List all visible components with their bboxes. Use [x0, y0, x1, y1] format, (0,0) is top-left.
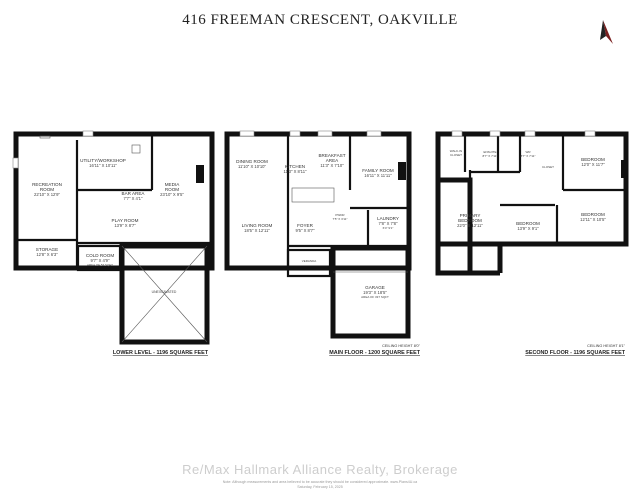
room-label: CLOSET [542, 165, 554, 169]
main-floor-labels: DINING ROOM 11'10" X 10'10" KITCHEN 11'3… [236, 153, 421, 356]
room-label: 18'5" X 12'11" [244, 228, 270, 233]
room-label: ENSUITE [483, 150, 496, 154]
room-label: LIVING ROOM [242, 223, 273, 228]
room-label: BAR AREA [122, 191, 146, 196]
main-floor-label: MAIN FLOOR - 1200 SQUARE FEET [329, 350, 420, 356]
room-label: CEILING HEIGHT 8'1" [587, 344, 626, 348]
room-label: VERANDA [302, 259, 317, 263]
room-label: COLD ROOM [86, 253, 115, 258]
room-label: AREA OF 57 SQFT [87, 263, 113, 267]
room-label: LAUNDRY [377, 216, 399, 221]
room-label: KITCHEN [285, 164, 305, 169]
room-label: AREA [326, 158, 339, 163]
room-label: STORAGE [36, 247, 58, 252]
room-label: 12'8" X 6'3" [36, 252, 58, 257]
lower-level-label: LOWER LEVEL - 1196 SQUARE FEET [113, 350, 209, 356]
room-label: MEDIA [165, 182, 180, 187]
room-label: BEDROOM [516, 221, 540, 226]
room-label: UTILITY/WORKSHOP [80, 158, 126, 163]
room-label: BEDROOM [581, 212, 605, 217]
room-label: WR [526, 150, 532, 154]
room-label: 9'7" X 4'9" [90, 258, 110, 263]
room-label: WALK-IN [450, 149, 462, 153]
second-floor-labels: WALK-IN CLOSET ENSUITE 8'7" X 7'11" WR 8… [450, 149, 626, 356]
disclaimer-note: Note: Although measurements and area bel… [0, 480, 640, 490]
room-label: 11'3" X 8'11" [283, 169, 307, 174]
room-label: 13'9" X 8'7" [114, 223, 136, 228]
room-label: 6'4" 9'1" [383, 226, 394, 230]
room-label: PLAY ROOM [112, 218, 139, 223]
room-label: PWDR [335, 213, 345, 217]
room-label: 12'0" X 11'7" [581, 162, 605, 167]
lower-level-plan [12, 130, 215, 345]
room-label: 23'10" X 9'5" [160, 192, 184, 197]
room-label: CLOSET [450, 153, 462, 157]
room-label: PRIMARY [460, 213, 481, 218]
room-label: GARAGE [365, 285, 385, 290]
room-label: 11'10" X 10'10" [238, 164, 267, 169]
north-arrow-icon [600, 20, 613, 44]
lower-level-labels: RECREATION ROOM 22'10" X 12'9" UTILITY/W… [32, 158, 209, 356]
page-title: 416 FREEMAN CRESCENT, OAKVILLE [182, 12, 458, 28]
room-label: ROOM [40, 187, 54, 192]
second-floor-label: SECOND FLOOR - 1196 SQUARE FEET [525, 350, 625, 356]
room-label: 7'5" X 3'11" [332, 217, 347, 221]
room-label: 13'9" X 9'1" [517, 226, 539, 231]
room-label: 12'11" X 10'5" [580, 217, 606, 222]
room-label: 22'10" X 12'9" [34, 192, 61, 197]
room-label: RECREATION [32, 182, 62, 187]
main-floor-plan [224, 130, 412, 339]
note-text: Note: Although measurements and area bel… [222, 480, 418, 484]
room-label: DINING ROOM [236, 159, 268, 164]
room-label: ROOM [165, 187, 179, 192]
room-label: 16'11" X 11'11" [364, 173, 392, 178]
room-label: 9'5" X 8'7" [295, 228, 315, 233]
room-label: BREAKFAST [318, 153, 345, 158]
room-label: 7'8" X 7'8" [378, 221, 398, 226]
room-label: BEDROOM [458, 218, 482, 223]
room-label: 7'7" X 4'1" [123, 196, 143, 201]
room-label: 16'11" X 10'11" [89, 163, 117, 168]
room-label: BEDROOM [581, 157, 605, 162]
room-label: FOYER [297, 223, 314, 228]
room-label: UNEXCAVATED [152, 290, 177, 294]
room-label: 22'0" X 12'11" [457, 223, 483, 228]
room-label: 8'7" X 7'11" [482, 154, 497, 158]
second-floor-plan [435, 130, 629, 276]
note-date: Saturday, February 15, 2025 [297, 485, 343, 489]
room-label: CEILING HEIGHT 8'0" [382, 344, 421, 348]
room-label: FAMILY ROOM [362, 168, 394, 173]
room-label: 19'3" X 18'5" [363, 290, 387, 295]
room-label: 11'3" X 7'10" [320, 163, 344, 168]
room-label: AREA OF 337 SQFT [361, 295, 389, 299]
watermark: Re/Max Hallmark Alliance Realty, Brokera… [182, 462, 458, 477]
room-label: 8'7" X 7'11" [520, 154, 535, 158]
